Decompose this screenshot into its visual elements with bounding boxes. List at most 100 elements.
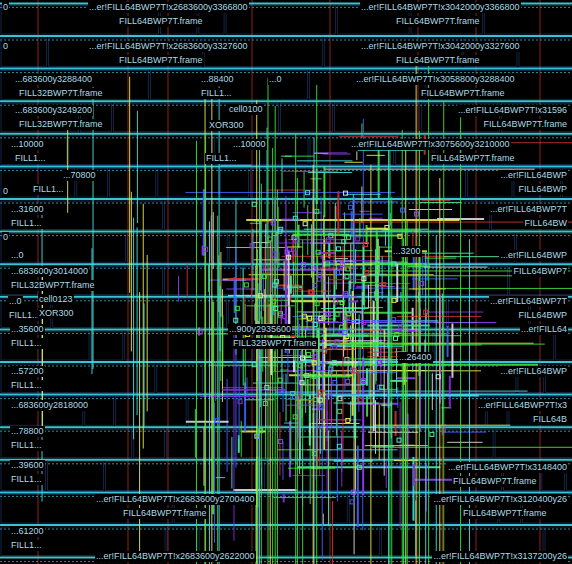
via: [374, 292, 378, 296]
via: [346, 380, 350, 384]
routing-wire: [290, 276, 292, 294]
routing-wire: [282, 158, 283, 192]
routing-wire: [300, 373, 301, 401]
via: [278, 439, 282, 443]
cell-outline: [150, 71, 307, 100]
routing-wire: [264, 221, 275, 222]
via: [337, 247, 341, 251]
via: [305, 373, 309, 377]
via: [358, 398, 362, 402]
via: [401, 208, 405, 212]
routing-wire: [379, 246, 380, 274]
cell-label: ...er!FILL64: [520, 324, 568, 335]
routing-wire: [217, 216, 218, 564]
routing-wire: [354, 197, 355, 287]
cell-outline: [334, 103, 419, 132]
routing-wire: [350, 244, 351, 289]
routing-wire: [451, 323, 453, 377]
routing-wire: [241, 421, 242, 457]
via: [300, 356, 304, 360]
routing-wire: [427, 312, 484, 313]
routing-wire: [349, 300, 358, 302]
via: [338, 409, 342, 413]
power-rail: [0, 35, 572, 37]
routing-wire: [233, 489, 296, 491]
via: [339, 325, 343, 329]
routing-wire: [304, 229, 428, 230]
routing-wire: [449, 376, 451, 408]
routing-wire: [323, 166, 325, 217]
routing-wire: [272, 148, 273, 564]
routing-wire: [370, 165, 371, 564]
via: [238, 400, 242, 404]
routing-wire: [354, 366, 356, 439]
via: [348, 205, 352, 209]
via: [322, 349, 326, 353]
routing-wire: [259, 357, 312, 358]
cell-label: ...er!FILL64BWP: [499, 250, 568, 261]
routing-wire: [320, 429, 321, 454]
via: [316, 250, 320, 254]
cell-label: ...900y2935600: [228, 324, 292, 335]
routing-wire: [412, 278, 457, 279]
via: [395, 332, 399, 336]
routing-wire: [342, 246, 343, 466]
via: [356, 237, 360, 241]
cell-label: FILL64BWP7T.frame: [395, 55, 481, 66]
cell-outline: [264, 462, 311, 491]
cell-label: ...er!FILL64BWP7T: [489, 204, 568, 215]
via: [318, 273, 322, 277]
cell-label: ...10000: [232, 139, 267, 150]
cell-outline: [110, 168, 156, 197]
via: [338, 397, 342, 401]
cell-label: ...er!FILL64BWP7T!x2683600y2622000: [95, 551, 256, 562]
rail-edge: [0, 366, 572, 367]
rail-edge: [0, 72, 572, 73]
routing-wire: [365, 445, 428, 446]
routing-wire: [318, 330, 319, 394]
cell-label: FILL64BWP7T.frame: [118, 16, 204, 27]
routing-wire: [328, 430, 329, 526]
cell-label: FILL1...: [200, 88, 233, 99]
routing-wire: [405, 219, 406, 564]
via: [346, 419, 350, 423]
cell-label: ...0: [10, 250, 25, 261]
routing-wire: [301, 359, 302, 426]
routing-wire: [396, 264, 398, 302]
via: [346, 267, 350, 271]
cell-label: ...0: [8, 296, 23, 307]
via: [357, 465, 361, 469]
routing-wire: [353, 372, 398, 373]
via: [329, 367, 333, 371]
routing-wire: [307, 379, 309, 396]
routing-wire: [361, 123, 362, 137]
cell-outlines: [1, 5, 572, 555]
routing-wire: [350, 325, 351, 340]
cell-outline: [1, 71, 148, 100]
routing-wire: [360, 337, 361, 394]
routing-wire: [129, 77, 130, 293]
routing-wire: [321, 197, 322, 259]
power-rails: [0, 3, 572, 561]
grid-line: [330, 0, 331, 564]
cell-outline: [85, 397, 114, 426]
grid-line: [168, 0, 169, 564]
cell-label: FILL64BWP7T.frame: [482, 119, 568, 130]
via: [399, 325, 403, 329]
cell-label: FILL64BWP7: [512, 266, 568, 277]
via: [326, 238, 330, 242]
power-rail: [0, 361, 572, 363]
routing-wire: [281, 156, 292, 157]
cell-label: ...er!FILL64BWP7T!x3137200y26: [432, 551, 568, 562]
routing-wire: [235, 248, 236, 467]
routing-wire: [282, 441, 283, 480]
routing-wire: [233, 334, 234, 541]
routing-wire: [213, 212, 214, 269]
routing-wire: [385, 231, 386, 246]
routing-wire: [187, 263, 188, 297]
cell-outline: [299, 527, 379, 556]
routing-wire: [329, 296, 358, 297]
via: [256, 435, 260, 439]
via: [318, 398, 322, 402]
cell-label: FILL1...: [10, 474, 43, 485]
